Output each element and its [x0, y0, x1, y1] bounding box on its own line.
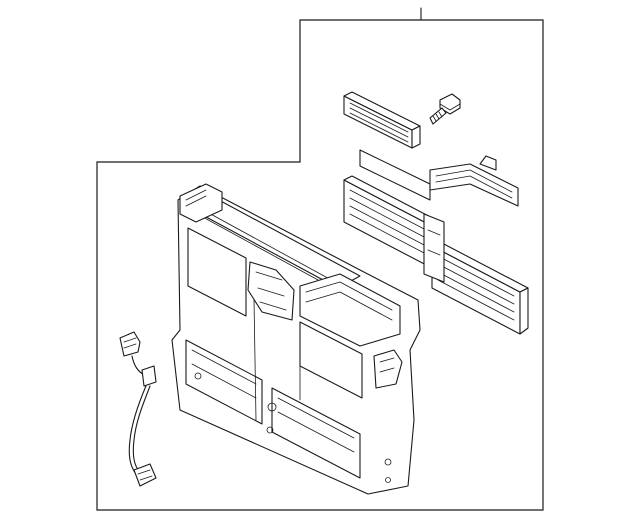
- bolt-icon: [429, 93, 461, 125]
- wire-harness-icon: [119, 331, 157, 487]
- radiator-support-icon: [171, 183, 421, 495]
- grille-shutter-assembly-icon: [343, 91, 529, 335]
- boundary-frame-icon: [96, 19, 544, 511]
